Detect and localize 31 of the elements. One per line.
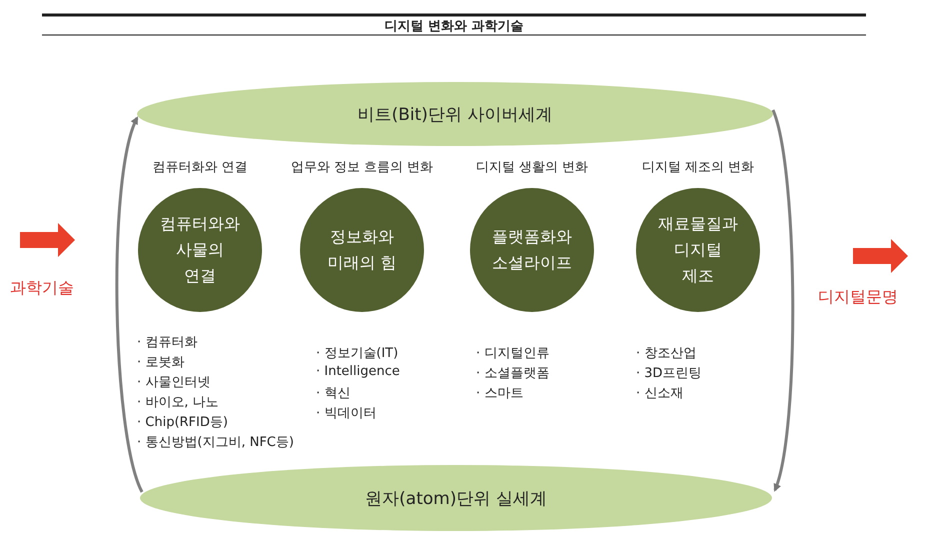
list-item: · 빅데이터 <box>316 405 376 422</box>
list-item: · 로봇화 <box>137 354 184 371</box>
curved-arrow <box>772 110 794 492</box>
list-item: · 컴퓨터화 <box>137 334 198 351</box>
ellipse-band: 원자(atom)단위 실세계 <box>140 465 772 531</box>
list-item: · Intelligence <box>316 364 400 379</box>
list-item: · 신소재 <box>636 385 684 402</box>
list-item: · 바이오, 나노 <box>137 394 219 411</box>
circle: 재료물질과 디지털 제조 <box>636 188 760 312</box>
list-item: · 정보기술(IT) <box>316 345 398 362</box>
circle: 컴퓨터와와 사물의 연결 <box>138 188 262 312</box>
column-heading: 컴퓨터화와 연결 <box>151 159 249 176</box>
curved-arrow <box>116 116 144 493</box>
circle: 플랫폼화와 소셜라이프 <box>470 188 594 312</box>
label: 과학기술 <box>10 278 74 299</box>
title: 디지털 변화와 과학기술 <box>383 18 525 35</box>
column-heading: 디지털 생활의 변화 <box>474 159 590 176</box>
circle: 정보화와 미래의 힘 <box>300 188 424 312</box>
list-item: · 혁신 <box>316 385 350 402</box>
list-item: · Chip(RFID등) <box>137 414 228 431</box>
ellipse-band: 비트(Bit)단위 사이버세계 <box>137 82 773 146</box>
list-item: · 디지털인류 <box>476 345 550 362</box>
label: 디지털문명 <box>818 287 898 308</box>
list-item: · 통신방법(지그비, NFC등) <box>137 434 294 451</box>
list-item: · 창조산업 <box>636 345 696 362</box>
list-item: · 사물인터넷 <box>137 374 210 391</box>
column-heading: 디지털 제조의 변화 <box>640 159 756 176</box>
column-heading: 업무와 정보 흐름의 변화 <box>290 159 434 176</box>
list-item: · 소셜플랫폼 <box>476 365 550 382</box>
list-item: · 3D프린팅 <box>636 365 702 382</box>
list-item: · 스마트 <box>476 385 524 402</box>
